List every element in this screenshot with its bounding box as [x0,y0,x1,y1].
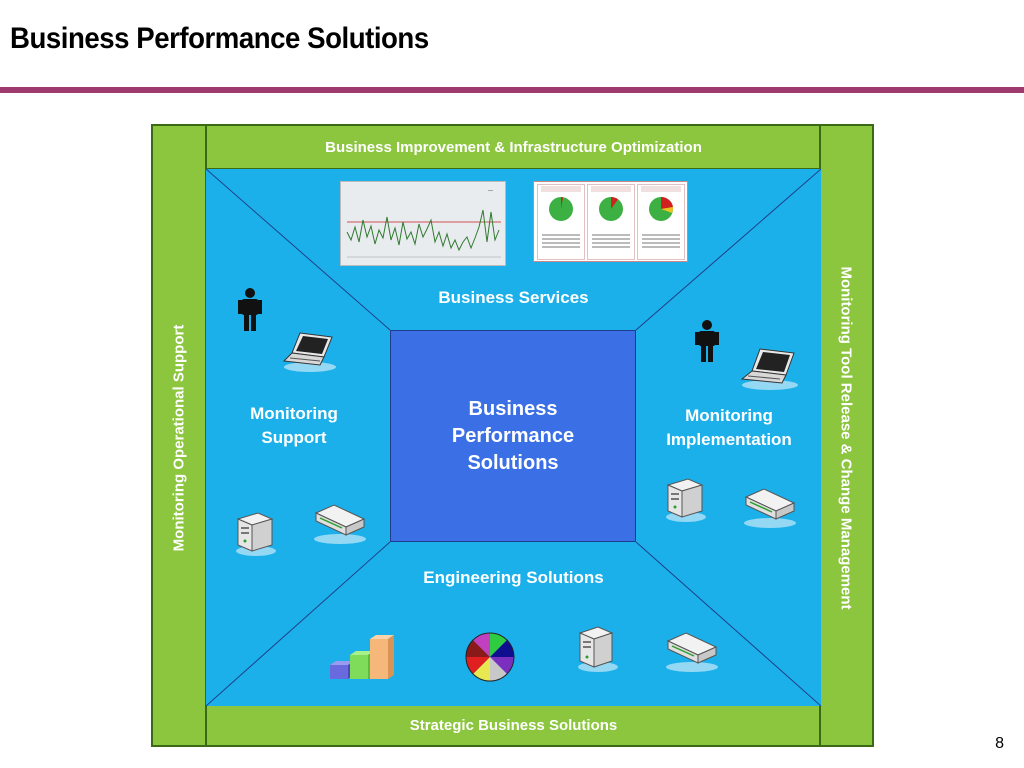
bottom-band: Strategic Business Solutions [206,704,821,746]
pie-chart-icon [649,196,674,221]
bottom-zone-label: Engineering Solutions [423,568,604,587]
person-icon [695,320,719,362]
left-band: Monitoring Operational Support [152,125,206,746]
forecast-panel [587,184,635,260]
bar-chart-3d-icon [330,635,394,679]
forecast-panel [637,184,685,260]
pie-chart-icon [549,197,573,221]
right-band: Monitoring Tool Release & Change Managem… [819,125,873,746]
inner-area: Business Performance Solutions Business … [206,169,821,706]
top-zone-label: Business Services [438,288,589,307]
person-icon [238,288,262,331]
diagonal-lines [206,169,821,706]
pie-chart-icon [465,632,515,682]
right-band-label: Monitoring Tool Release & Change Managem… [837,265,855,610]
network-switch-icon [744,488,796,528]
center-label: Business Performance Solutions [451,397,575,474]
right-zone-label: Monitoring Implementation [666,406,792,449]
network-switch-icon [314,504,366,544]
forecast-pie-thumbnail [533,181,688,262]
server-icon [236,512,276,556]
line-chart-icon: — [346,188,501,258]
business-performance-diagram: Monitoring Operational Support Monitorin… [151,124,874,747]
center-box: Business Performance Solutions [390,330,636,542]
network-switch-icon [666,632,718,672]
bottom-band-label: Strategic Business Solutions [409,716,618,734]
left-band-label: Monitoring Operational Support [170,324,188,551]
title-rule [0,87,1024,93]
pie-chart-icon [599,197,623,221]
laptop-icon [282,332,336,372]
server-icon [666,478,706,522]
slide-title: Business Performance Solutions [10,22,429,55]
laptop-icon [740,348,798,390]
line-chart-thumbnail: — [340,181,506,266]
top-band-label: Business Improvement & Infrastructure Op… [325,138,702,156]
left-zone-label: Monitoring Support [250,404,338,447]
top-band: Business Improvement & Infrastructure Op… [206,125,821,169]
forecast-panel [537,184,585,260]
server-icon [578,626,618,672]
page-number: 8 [995,735,1004,752]
svg-text:—: — [488,188,493,194]
